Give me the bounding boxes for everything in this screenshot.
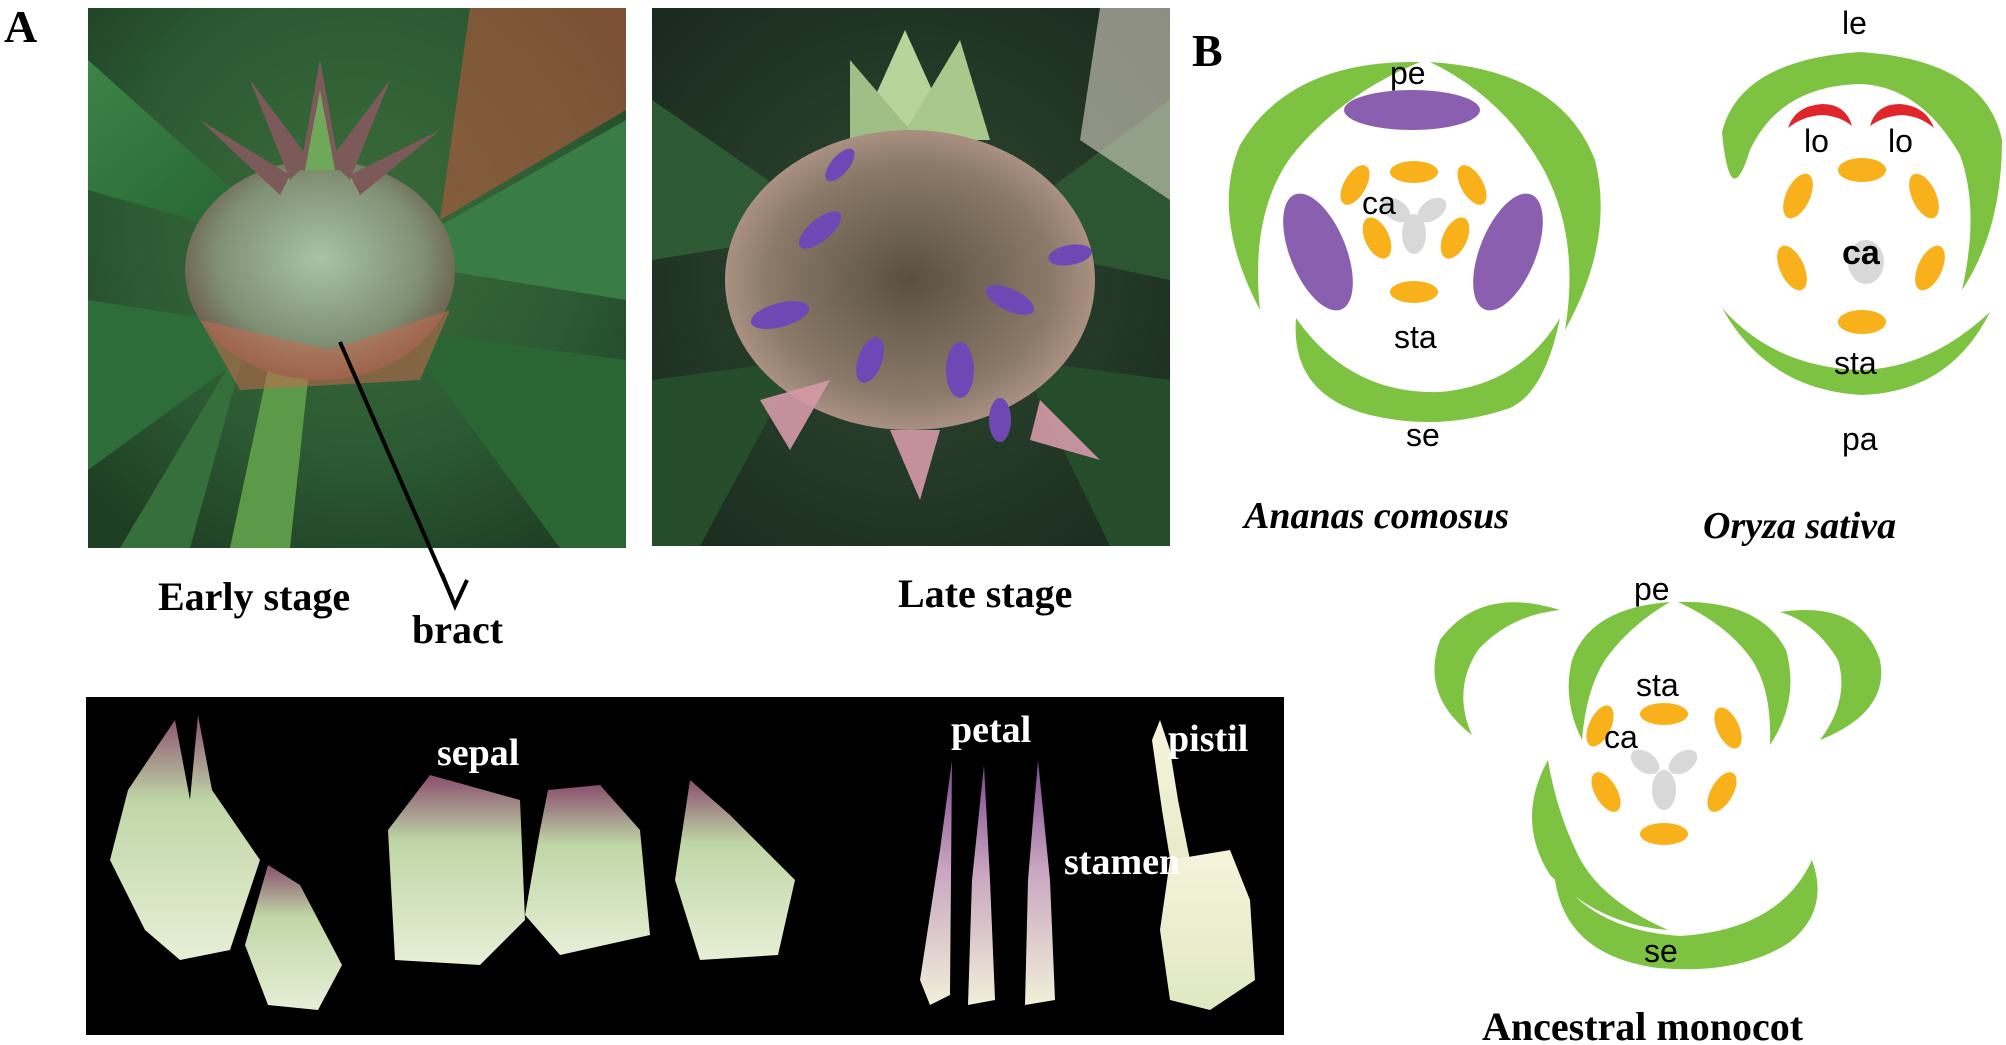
early-stage-caption: Early stage <box>158 574 350 619</box>
bract-arrow <box>338 341 469 612</box>
oryza-stamen <box>1838 310 1886 334</box>
oryza-label-le: le <box>1842 5 1867 41</box>
ancestral-stamen <box>1707 772 1737 812</box>
ancestral-sepal <box>1434 602 1560 735</box>
ananas-petal-right <box>1473 193 1543 311</box>
late-stage-caption: Late stage <box>898 571 1072 616</box>
ananas-sepal-bottom <box>1295 318 1560 423</box>
ananas-sepal-top <box>1228 61 1420 310</box>
ananas-label-ca: ca <box>1362 185 1396 221</box>
ancestral-sepal <box>1780 610 1882 740</box>
ancestral-stamen <box>1586 705 1614 747</box>
ananas-petal-top <box>1344 90 1480 130</box>
oryza-label-pa: pa <box>1842 421 1878 457</box>
oryza-stamen <box>1783 173 1813 219</box>
ananas-petal-left <box>1283 193 1353 311</box>
ancestral-sepal <box>1554 860 1818 970</box>
ananas-stamen <box>1457 165 1487 205</box>
ananas-label-sta: sta <box>1394 319 1437 355</box>
stamen-label: stamen <box>1064 841 1180 883</box>
petal-label: petal <box>951 709 1031 751</box>
oryza-palea <box>1722 308 1990 395</box>
bract-label: bract <box>412 607 504 652</box>
ananas-label-se: se <box>1406 417 1440 453</box>
pistil-label: pistil <box>1168 718 1248 760</box>
ancestral-label-ca: ca <box>1604 719 1638 755</box>
ancestral-label-sta: sta <box>1636 667 1679 703</box>
oryza-stamen <box>1909 173 1939 219</box>
ananas-carpel <box>1381 197 1447 254</box>
ancestral-stamen <box>1640 823 1688 845</box>
ancestral-carpel <box>1630 749 1698 810</box>
ancestral-species-name: Ancestral monocot <box>1482 1004 1804 1045</box>
ananas-floral-diagram <box>1228 61 1601 423</box>
ancestral-stamen <box>1640 703 1688 725</box>
late-stage-photo <box>652 8 1170 546</box>
oryza-label-sta: sta <box>1834 345 1877 381</box>
oryza-lodicule <box>1870 104 1934 128</box>
ancestral-petal <box>1568 602 1670 740</box>
ancestral-label-se: se <box>1644 933 1678 969</box>
ananas-stamen <box>1362 217 1392 259</box>
organ-dissection-photo <box>86 697 1284 1035</box>
ananas-stamen <box>1390 161 1438 183</box>
ancestral-floral-diagram <box>1434 601 1882 970</box>
ananas-stamen <box>1440 217 1470 259</box>
oryza-stamen <box>1777 245 1807 291</box>
ananas-stamen <box>1390 281 1438 303</box>
oryza-species-name: Oryza sativa <box>1703 505 1896 547</box>
ancestral-stamen <box>1591 772 1621 812</box>
ananas-species-name: Ananas comosus <box>1242 495 1509 537</box>
ancestral-stamen <box>1714 707 1742 749</box>
oryza-label-lo-left: lo <box>1804 123 1829 159</box>
oryza-lemma <box>1722 52 2002 290</box>
oryza-floral-diagram <box>1722 52 2002 395</box>
oryza-label-ca: ca <box>1842 234 1881 272</box>
oryza-stamen <box>1915 245 1945 291</box>
ananas-stamen <box>1340 165 1370 205</box>
ancestral-label-pe: pe <box>1634 571 1670 607</box>
ananas-label-pe: pe <box>1390 55 1426 91</box>
early-stage-photo <box>88 8 626 548</box>
panel-b-label: B <box>1192 25 1223 76</box>
sepal-label: sepal <box>437 732 519 774</box>
ancestral-petal <box>1678 601 1791 745</box>
panel-a-label: A <box>4 1 37 52</box>
ancestral-petal <box>1531 760 1668 930</box>
oryza-carpel <box>1848 240 1884 284</box>
oryza-lodicule <box>1788 104 1852 128</box>
oryza-stamen <box>1838 158 1886 182</box>
ananas-sepal-top-right <box>1430 62 1601 330</box>
oryza-label-lo-right: lo <box>1888 123 1913 159</box>
